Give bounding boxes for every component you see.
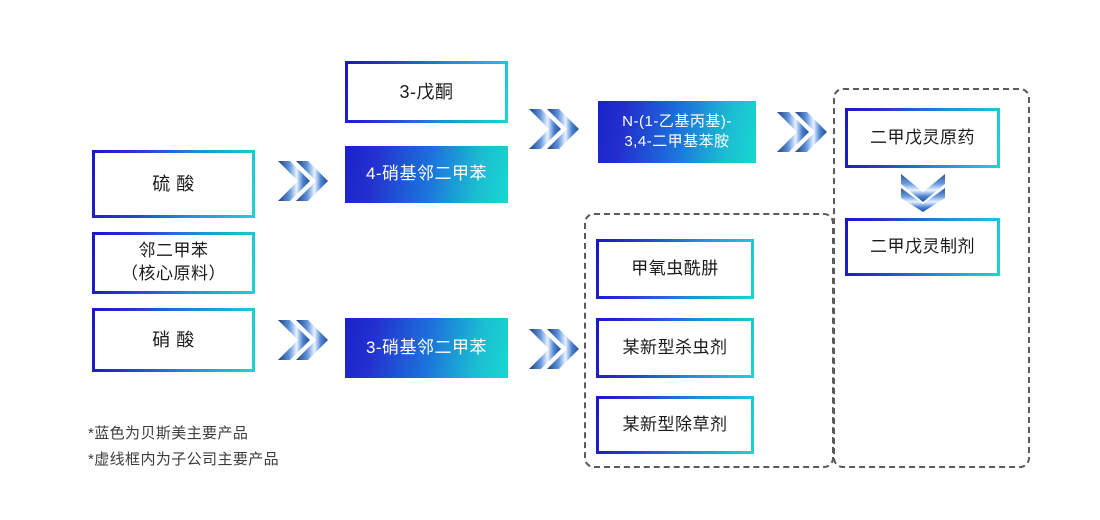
node-label: 甲氧虫酰肼 (631, 258, 719, 278)
footnote-line-1: *蓝色为贝斯美主要产品 (88, 425, 249, 442)
arrow-sulfuric-to-nitroxylene-icon (278, 161, 328, 201)
subsidiary-frame-right (833, 88, 1030, 468)
node-new-insecticide[interactable]: 某新型杀虫剂 (596, 318, 754, 378)
node-label: 3-硝基邻二甲苯 (365, 337, 488, 357)
node-label: 硫 酸 (152, 173, 195, 194)
node-label-line2: 3,4-二甲基苯胺 (624, 133, 730, 150)
node-dimethylaniline[interactable]: N-(1-乙基丙基)- 3,4-二甲基苯胺 (598, 101, 756, 163)
node-methoxyfenozide[interactable]: 甲氧虫酰肼 (596, 239, 754, 299)
node-label: 某新型除草剂 (622, 414, 728, 434)
node-sulfuric-acid[interactable]: 硫 酸 (92, 150, 255, 218)
node-pendimethalin-tech[interactable]: 二甲戊灵原药 (845, 108, 1000, 168)
node-label-line1: N-(1-乙基丙基)- (622, 112, 732, 130)
node-pentan-3-one[interactable]: 3-戊酮 (345, 61, 508, 123)
arrow-to-pendimethalin-icon (777, 112, 827, 152)
node-label: 3-戊酮 (399, 81, 454, 102)
node-4-nitro-o-xylene[interactable]: 4-硝基邻二甲苯 (345, 146, 508, 203)
node-new-herbicide[interactable]: 某新型除草剂 (596, 396, 754, 454)
node-nitric-acid[interactable]: 硝 酸 (92, 308, 255, 372)
arrow-nitric-to-nitroxylene-icon (278, 320, 328, 360)
node-label: 硝 酸 (152, 329, 195, 350)
node-label: 二甲戊灵原药 (870, 127, 975, 147)
footnotes: *蓝色为贝斯美主要产品 *虚线框内为子公司主要产品 (88, 421, 279, 474)
node-label: 某新型杀虫剂 (622, 337, 728, 357)
node-label: 4-硝基邻二甲苯 (365, 164, 488, 184)
footnote-line-2: *虚线框内为子公司主要产品 (88, 451, 280, 469)
node-label-line1: 邻二甲苯 (138, 241, 209, 261)
node-o-xylene[interactable]: 邻二甲苯 （核心原料） (92, 232, 255, 294)
node-label-line2: （核心原料） (121, 264, 226, 283)
node-3-nitro-o-xylene[interactable]: 3-硝基邻二甲苯 (345, 318, 508, 378)
node-pendimethalin-formulation[interactable]: 二甲戊灵制剂 (845, 218, 1000, 276)
arrow-to-subsidiary-products-icon (529, 329, 579, 369)
node-label: 二甲戊灵制剂 (870, 236, 975, 256)
arrow-tech-to-formulation-icon (901, 174, 945, 212)
arrow-to-dimethylaniline-icon (529, 109, 579, 149)
